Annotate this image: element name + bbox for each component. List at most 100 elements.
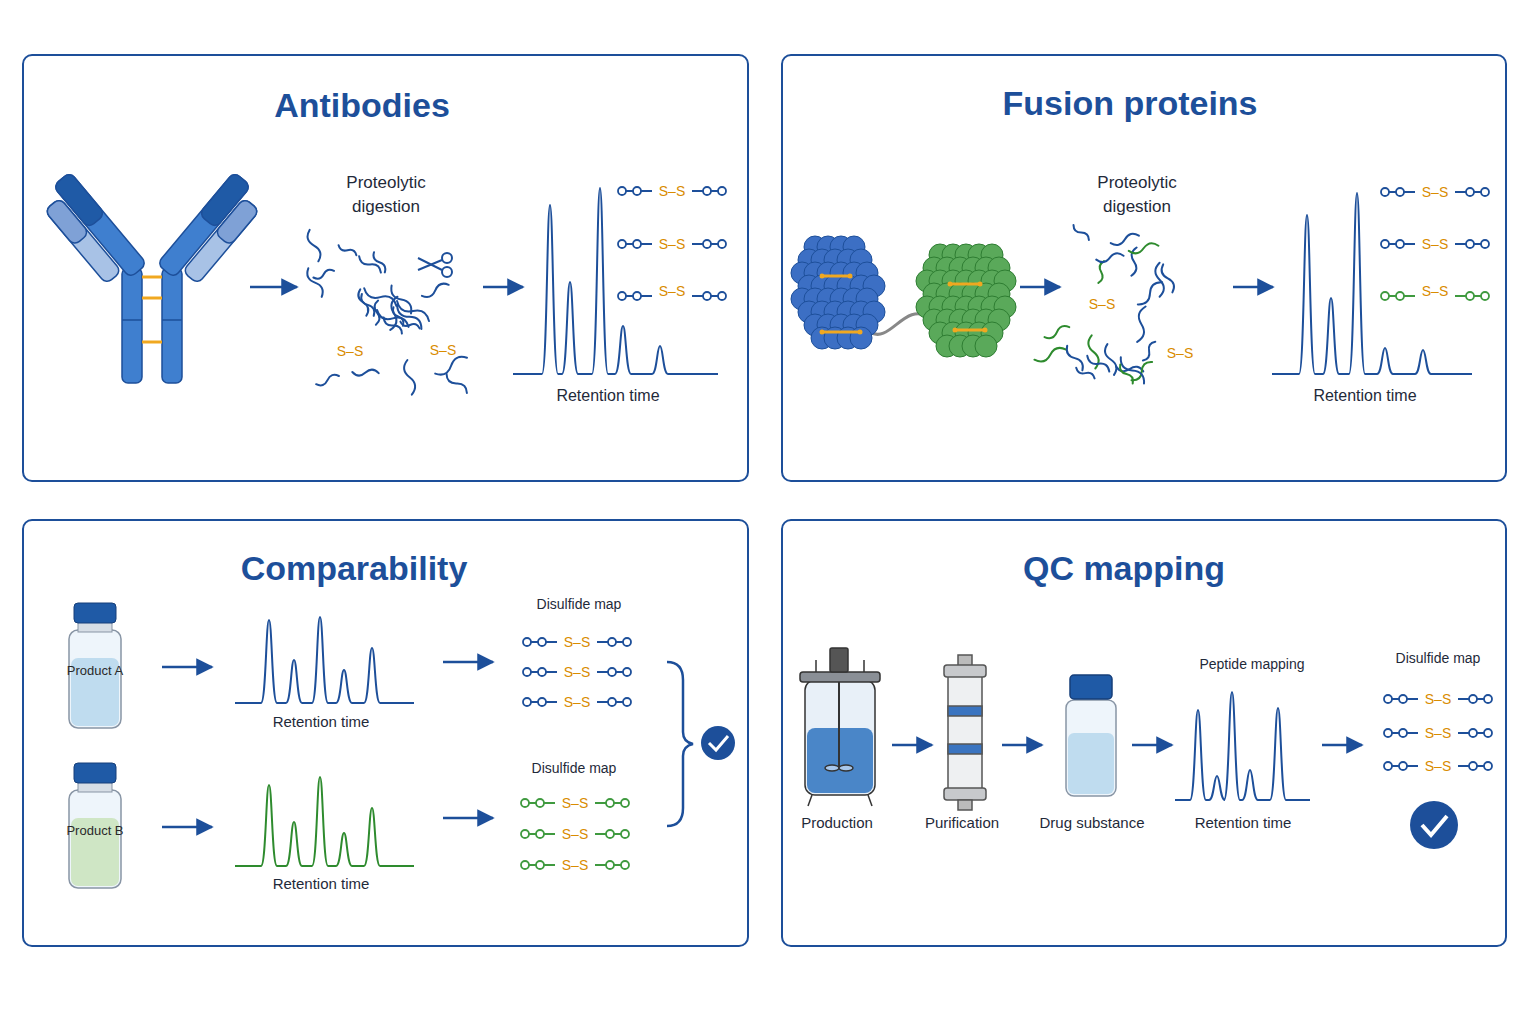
axis-label: Retention time [1195, 813, 1292, 833]
panel-title: Antibodies [274, 86, 450, 125]
hinge-disulfides [142, 277, 162, 342]
disulfide-label: S–S [564, 663, 590, 681]
disulfide-bond [820, 274, 825, 279]
disulfide-bond [978, 282, 983, 287]
panel: Fusion proteins [781, 54, 1507, 482]
bracket [667, 662, 693, 826]
peptide-fragment [1096, 253, 1123, 262]
peptide-fragment [364, 288, 396, 306]
peptide-fragment [308, 230, 321, 261]
axis-label: Retention time [1313, 386, 1416, 407]
disulfide-bond [983, 328, 988, 333]
peptide-fragment [400, 322, 419, 329]
panel: Antibodies [22, 54, 749, 482]
peptide-fragment [1074, 225, 1089, 240]
peptide-fragment [359, 256, 381, 272]
antibody [44, 172, 259, 383]
drug-substance-vial [1066, 675, 1116, 796]
peptide-fragment [1105, 344, 1116, 375]
disulfide-bond [955, 329, 985, 332]
peptide-fragment [1067, 346, 1083, 371]
chromatogram-trace [235, 617, 414, 703]
step-label: Proteolytic digestion [1077, 171, 1197, 219]
peptide-fragment [313, 270, 334, 279]
peptide-fragment [404, 360, 415, 395]
disulfide-label: S–S [1425, 690, 1451, 708]
product-vial: Product B [66, 762, 124, 890]
disulfide-label: S–S [1089, 295, 1115, 313]
axis-label: Retention time [556, 386, 659, 407]
peptide-fragment [1143, 342, 1155, 361]
peptide-fragment [1045, 326, 1070, 338]
disulfide-bond [948, 282, 953, 287]
peptide-fragment [1120, 364, 1133, 383]
disulfide-label: S–S [562, 825, 588, 843]
vial-cap [74, 763, 116, 783]
peptide-fragment [358, 289, 368, 315]
step-label: Proteolytic digestion [326, 171, 446, 219]
peptide-fragment [352, 370, 378, 376]
generated-strokes [235, 188, 1472, 866]
peptide-fragment [1129, 243, 1159, 253]
disulfide-label: S–S [659, 235, 685, 253]
vial-label: Product A [66, 662, 124, 679]
axis-label: Retention time [273, 874, 370, 894]
chromatogram-trace [1175, 692, 1310, 800]
peptide-fragment [1034, 348, 1066, 362]
step-label: Drug substance [1039, 813, 1144, 833]
map-heading: Disulfide map [532, 759, 617, 777]
map-heading: Peptide mapping [1199, 655, 1304, 673]
panel: QC mapping [781, 519, 1507, 947]
disulfide-bond [820, 330, 825, 335]
peptide-fragment [447, 374, 467, 393]
peptide-fragment [1111, 234, 1139, 245]
disulfide-label: S–S [562, 794, 588, 812]
disulfide-bond [822, 275, 850, 278]
vial-body [69, 790, 121, 888]
peptide-fragment [307, 268, 322, 297]
disulfide-label: S–S [1422, 282, 1448, 300]
peptide-fragment [422, 284, 449, 297]
disulfide-label: S–S [430, 341, 456, 359]
peptide-fragment [1087, 356, 1109, 372]
panel-title: Fusion proteins [1003, 84, 1258, 123]
disulfide-label: S–S [1422, 235, 1448, 253]
vial-body [69, 630, 121, 728]
peptide-fragment [397, 305, 421, 329]
disulfide-chains [521, 187, 1492, 869]
peptide-fragment [1138, 282, 1162, 304]
peptide-fragment [375, 301, 380, 325]
peptide-fragment [1076, 368, 1094, 379]
disulfide-bond [858, 330, 863, 335]
vial-label: Product B [66, 822, 124, 839]
disulfide-label: S–S [1422, 183, 1448, 201]
chromatogram-trace [513, 188, 718, 374]
peptide-fragment [339, 245, 357, 255]
step-label: Production [801, 813, 873, 833]
disulfide-label: S–S [659, 182, 685, 200]
peptide-fragment [1162, 264, 1174, 292]
disulfide-label: S–S [1167, 344, 1193, 362]
peptide-fragment [1137, 306, 1145, 341]
product-vial: Product A [66, 602, 124, 730]
bioreactor [800, 648, 880, 806]
disulfide-label: S–S [562, 856, 588, 874]
peptide-fragment [435, 357, 467, 375]
chromatogram-trace [1272, 193, 1472, 374]
step-label: Purification [925, 813, 999, 833]
protein-domain [975, 335, 997, 357]
disulfide-label: S–S [1425, 724, 1451, 742]
flow-arrows [162, 287, 1362, 827]
peptide-fragment [1098, 261, 1104, 283]
protein-domain [850, 327, 872, 349]
disulfide-label: S–S [1425, 757, 1451, 775]
disulfide-label: S–S [564, 633, 590, 651]
scissors [418, 253, 452, 277]
chromatogram-trace [235, 777, 414, 866]
panel-title: QC mapping [1023, 549, 1225, 588]
peptide-fragment [316, 375, 339, 386]
panel-title: Comparability [241, 549, 468, 588]
disulfide-bond [953, 328, 958, 333]
disulfide-bond [848, 274, 853, 279]
